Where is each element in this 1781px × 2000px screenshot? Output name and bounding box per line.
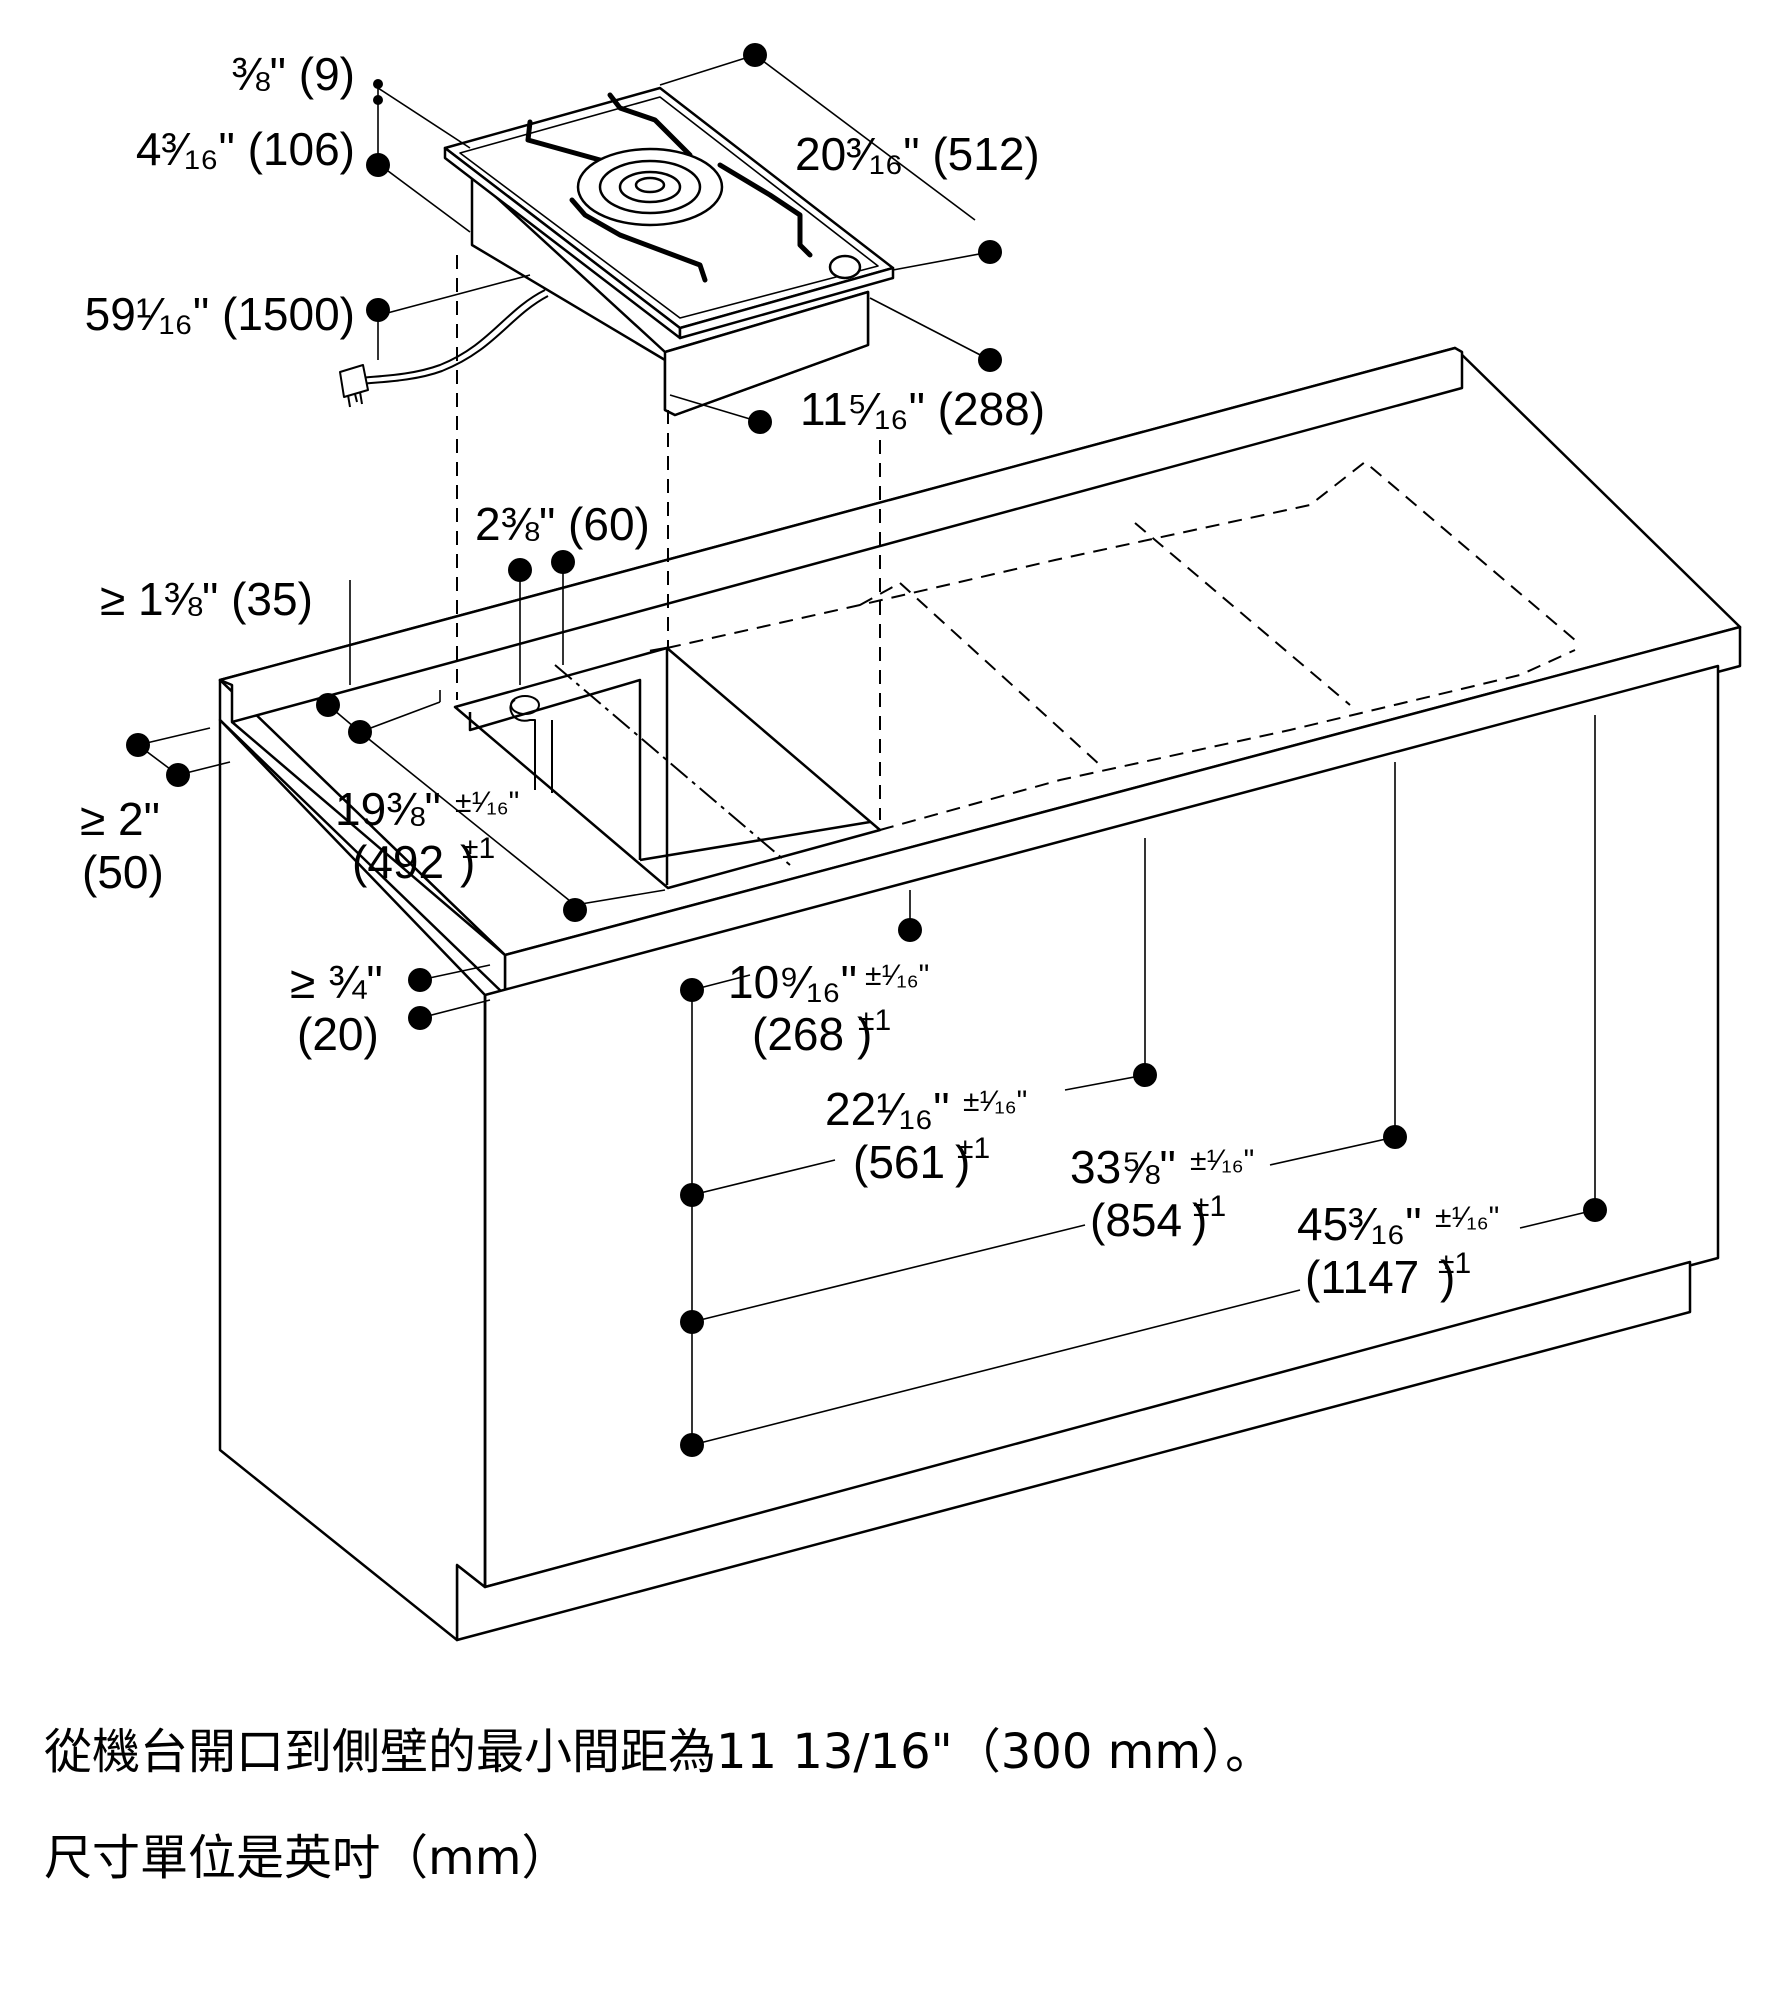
dim-overhang-mm: (20) bbox=[297, 1008, 379, 1060]
cabinet bbox=[218, 346, 1742, 1642]
dim-cutout-1-mm: (268 bbox=[752, 1008, 844, 1060]
dim-cutout-4-close: ) bbox=[1440, 1251, 1455, 1303]
gas-wok-burner-appliance bbox=[339, 86, 895, 417]
dim-cutout-4-mm: (1147 bbox=[1305, 1251, 1419, 1303]
dim-cutout-depth-mm-tolerance: ±1 bbox=[462, 832, 495, 865]
dim-cutout-3-mm: (854 bbox=[1090, 1194, 1182, 1246]
dim-cutout-4-tolerance: ±¹⁄₁₆" bbox=[1435, 1201, 1499, 1234]
dim-overhang: ≥ ¾" bbox=[290, 956, 383, 1008]
dim-cutout-1-mm-tolerance: ±1 bbox=[858, 1004, 891, 1037]
dimension-labels: ⅜" (9) 4³⁄₁₆" (106) 59¹⁄₁₆" (1500) 20³⁄₁… bbox=[80, 48, 1499, 1303]
dim-appliance-height: 4³⁄₁₆" (106) bbox=[136, 123, 355, 175]
dim-cutout-1: 10⁹⁄₁₆" bbox=[728, 956, 857, 1008]
dim-cutout-4: 45³⁄₁₆" bbox=[1297, 1198, 1422, 1250]
projection-lines bbox=[456, 255, 881, 820]
dim-cutout-2-mm-tolerance: ±1 bbox=[957, 1132, 990, 1165]
dim-cutout-3-mm-tolerance: ±1 bbox=[1193, 1190, 1226, 1223]
units-note: 尺寸單位是英吋（mm） bbox=[44, 1830, 570, 1886]
dim-cutout-2-mm: (561 bbox=[853, 1136, 945, 1188]
dim-cord-length: 59¹⁄₁₆" (1500) bbox=[85, 288, 355, 340]
dim-cutout-2-tolerance: ±¹⁄₁₆" bbox=[963, 1085, 1027, 1118]
clearance-note: 從機台開口到側壁的最小間距為11 13/16"（300 mm）。 bbox=[44, 1724, 1274, 1780]
dim-cutout-2-close: ) bbox=[955, 1136, 970, 1188]
dim-cutout-depth-tolerance: ±¹⁄₁₆" bbox=[455, 786, 519, 819]
dim-front-clearance: ≥ 2" bbox=[80, 793, 160, 845]
dim-gas-connection: 2⅜" (60) bbox=[475, 498, 650, 550]
dim-appliance-width: 11⁵⁄₁₆" (288) bbox=[800, 383, 1045, 435]
dim-cutout-depth: 19⅜" bbox=[335, 783, 441, 835]
dim-cutout-depth-close: ) bbox=[460, 836, 475, 888]
dim-cutout-2: 22¹⁄₁₆" bbox=[825, 1083, 950, 1135]
dim-cutout-3: 33⅝" bbox=[1070, 1141, 1176, 1193]
dim-cutout-4-mm-tolerance: ±1 bbox=[1438, 1247, 1471, 1280]
dim-cutout-depth-mm: (492 bbox=[352, 836, 444, 888]
installation-diagram: ⅜" (9) 4³⁄₁₆" (106) 59¹⁄₁₆" (1500) 20³⁄₁… bbox=[80, 43, 1742, 1642]
dim-cutout-1-tolerance: ±¹⁄₁₆" bbox=[865, 959, 929, 992]
dimension-points bbox=[126, 43, 1607, 1457]
dim-cutout-3-close: ) bbox=[1192, 1194, 1207, 1246]
dim-appliance-depth: 20³⁄₁₆" (512) bbox=[795, 128, 1040, 180]
dim-cutout-1-close: ) bbox=[857, 1008, 872, 1060]
dim-front-clearance-mm: (50) bbox=[82, 846, 164, 898]
dim-rear-clearance: ≥ 1⅜" (35) bbox=[100, 573, 313, 625]
dim-flange-thickness: ⅜" (9) bbox=[231, 48, 355, 100]
dim-cutout-3-tolerance: ±¹⁄₁₆" bbox=[1190, 1144, 1254, 1177]
